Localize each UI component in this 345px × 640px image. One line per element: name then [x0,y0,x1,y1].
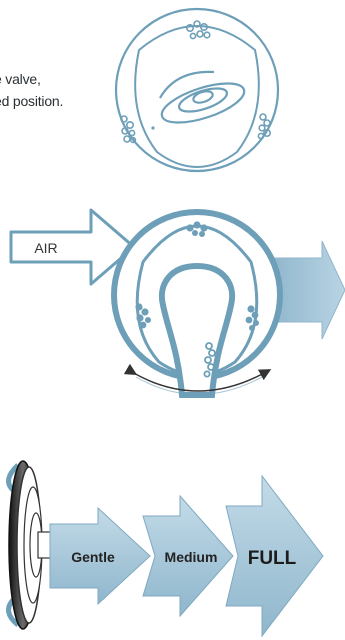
bead-cluster-left-icon [120,115,137,144]
outflow-arrow [269,240,345,340]
open-valve: AIR [9,208,345,398]
caption-line-1: e valve, [0,71,41,87]
air-arrow [9,208,136,286]
closed-valve [114,7,280,173]
knob-rotate-bottom-icon [6,598,20,627]
medium-arrow [142,494,234,618]
gentle-label: Gentle [71,549,115,565]
full-label: FULL [248,548,297,569]
open-valve-triangle [135,224,259,377]
air-label: AIR [34,240,57,256]
bead-cluster-top-icon [186,221,208,237]
knob-rotate-top-icon [6,463,20,492]
swirl-icon [159,70,246,124]
control-knob [8,460,55,630]
flow-levels: Gentle Medium FULL [6,460,324,638]
closed-valve-triangle [134,25,260,168]
rotate-double-arrow-icon [123,363,272,392]
bead-cluster-left-icon [135,303,151,329]
bead-cluster-right-icon [245,305,259,331]
full-arrow [225,474,324,638]
bead-cluster-top-icon [186,20,211,40]
bead-cluster-right-icon [257,113,271,140]
caption-line-2: ed position. [0,93,64,109]
gentle-arrow [49,506,151,606]
medium-label: Medium [165,549,218,565]
